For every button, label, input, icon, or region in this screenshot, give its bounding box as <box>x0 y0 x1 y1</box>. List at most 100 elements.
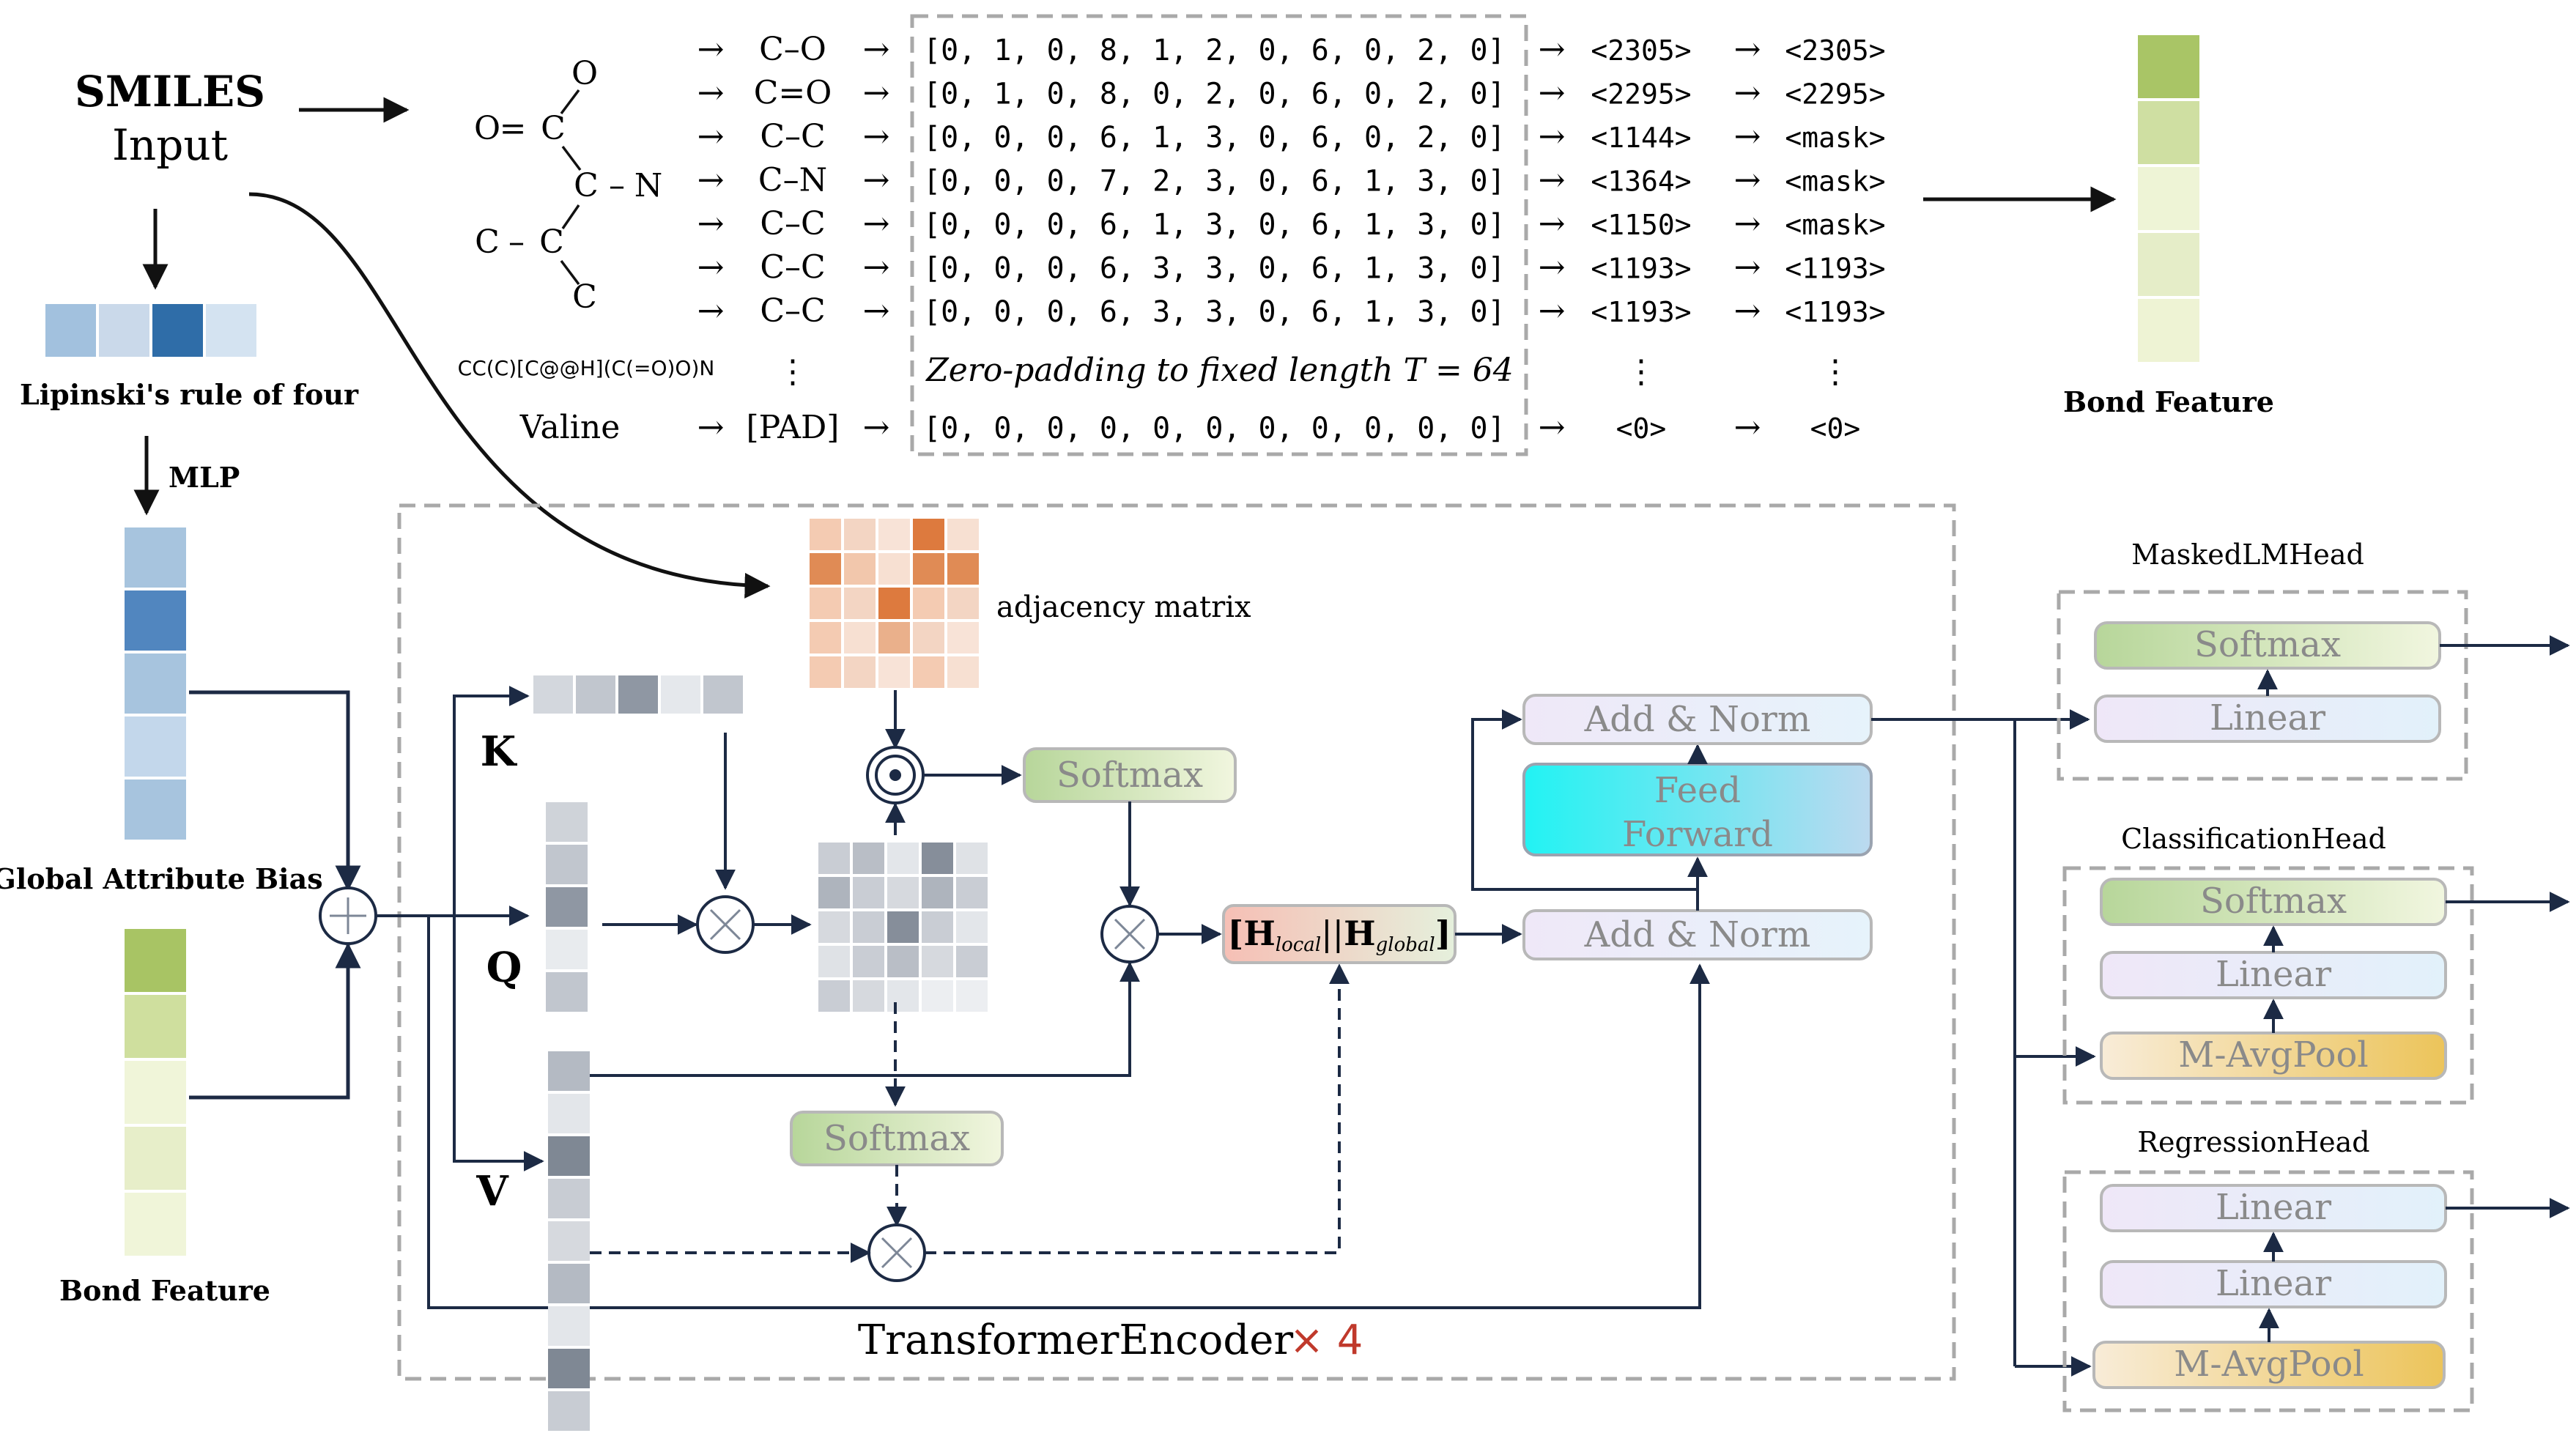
score-cell <box>956 843 988 874</box>
molecule-structure: O O = C C – N C – C C CC(C)[C@@H](C(=O)O… <box>458 55 715 446</box>
atom-c-alpha: C <box>574 167 599 204</box>
bond-token: <1144> <box>1591 122 1691 154</box>
masked-token: <mask> <box>1785 122 1885 154</box>
adjacency-cell <box>878 519 910 550</box>
masked-lm-head-layer-label: Softmax <box>2194 624 2341 665</box>
bond-feature-left-cell <box>125 1127 186 1190</box>
softmax-global: Softmax <box>790 1111 1004 1166</box>
lipinski-cell <box>152 304 203 357</box>
bond-token-table: →C–O→[0, 1, 0, 8, 1, 2, 0, 6, 0, 2, 0]→<… <box>697 31 1886 446</box>
score-cell <box>922 877 953 908</box>
q-cell <box>546 802 588 842</box>
add-norm-bottom: Add & Norm <box>1522 909 1873 960</box>
lipinski-cell <box>206 304 256 357</box>
score-cell <box>887 946 919 977</box>
bond-token: <2305> <box>1591 34 1691 67</box>
adjacency-matrix <box>810 519 979 688</box>
k-label: K <box>481 727 518 776</box>
arrow-to-v <box>453 916 544 1171</box>
smiles-title: SMILES <box>75 67 265 116</box>
bond-type: C–C <box>760 292 825 330</box>
bond-feature-left-cell <box>125 1061 186 1124</box>
adjacency-cell <box>913 588 944 619</box>
row-arrow-4: → <box>1734 292 1761 330</box>
row-arrow-1: → <box>697 31 725 68</box>
row-arrow-4: → <box>1734 162 1761 199</box>
residual-to-add-norm-top <box>1471 709 1698 891</box>
k-vector <box>533 675 743 714</box>
bond-feature-top-cell <box>2138 101 2199 164</box>
smiles-input: SMILES Input <box>75 67 265 170</box>
regression-head-layer-label: M-AvgPool <box>2174 1344 2364 1385</box>
masked-token: <2295> <box>1785 78 1885 111</box>
adjacency-cell <box>810 519 841 550</box>
global-bias-cell <box>125 590 186 651</box>
v-cell <box>548 1094 590 1133</box>
bond-feature-top-cell <box>2138 233 2199 296</box>
bond-feature-left-stack <box>125 929 186 1256</box>
atom-o-left: O <box>474 110 500 147</box>
add-norm-top: Add & Norm <box>1522 694 1873 745</box>
score-cell <box>956 911 988 943</box>
bond-cbeta-methyl-bottom <box>560 259 580 286</box>
masked-lm-head-layer-label: Linear <box>2210 697 2325 738</box>
ellipsis: ⋮ <box>777 353 809 390</box>
encoder-repeat: × 4 <box>1289 1317 1363 1364</box>
arrow-bias-to-plus <box>189 690 361 892</box>
bond-vector-dashed-box <box>910 14 1528 456</box>
score-cell <box>956 946 988 977</box>
row-arrow-2: → <box>863 162 890 199</box>
classification-head-layer-label: Softmax <box>2200 881 2347 922</box>
bond-feature-top-stack <box>2138 35 2199 362</box>
q-cell <box>546 972 588 1012</box>
global-bias-cell <box>125 780 186 840</box>
bond-token: <1193> <box>1591 296 1691 328</box>
masked-lm-head-title: MaskedLMHead <box>2131 538 2364 571</box>
score-cell <box>922 911 953 943</box>
svg-text:Softmax: Softmax <box>823 1118 970 1159</box>
adjacency-cell <box>947 553 979 585</box>
v-cell <box>548 1136 590 1176</box>
k-cell <box>576 675 615 714</box>
padding-note: Zero-padding to fixed length T = 64 <box>925 352 1514 389</box>
adjacency-cell <box>947 519 979 550</box>
arrow-global-to-concat <box>925 963 1350 1254</box>
masked-token: <mask> <box>1785 166 1885 198</box>
ellipsis: ⋮ <box>1625 353 1657 390</box>
score-cell <box>887 843 919 874</box>
v-lower-cell <box>548 1264 590 1303</box>
score-cell <box>853 946 884 977</box>
score-cell <box>853 911 884 943</box>
row-arrow-3: → <box>1539 249 1566 286</box>
smiles-string: CC(C)[C@@H](C(=O)O)N <box>458 356 715 380</box>
adjacency-cell <box>878 588 910 619</box>
score-cell <box>853 843 884 874</box>
arrow-bondfeature-to-plus <box>189 942 361 1100</box>
adjacency-cell <box>844 519 876 550</box>
regression-head-layer-label: Linear <box>2216 1187 2331 1228</box>
atom-o-top: O <box>571 55 598 92</box>
feed-forward: Feed Forward <box>1522 763 1873 856</box>
local-multiply-operator <box>1100 905 1159 963</box>
k-cell <box>618 675 658 714</box>
adjacency-cell <box>947 622 979 653</box>
row-arrow-1: → <box>697 118 725 155</box>
q-label: Q <box>486 944 522 992</box>
row-arrow-4: → <box>1734 205 1761 242</box>
adjacency-label: adjacency matrix <box>996 590 1251 624</box>
global-bias-cell <box>125 653 186 714</box>
v-vector <box>548 1051 590 1431</box>
svg-text:Forward: Forward <box>1622 814 1773 855</box>
lipinski-cell <box>99 304 149 357</box>
adjacency-cell <box>878 622 910 653</box>
row-arrow-1: → <box>697 249 725 286</box>
score-cell <box>887 980 919 1012</box>
q-vector <box>546 802 588 1012</box>
bond-type: C–C <box>760 249 825 286</box>
row-arrow-3: → <box>1539 292 1566 330</box>
adjacency-cell <box>810 553 841 585</box>
masked-lm-head-box <box>2057 590 2468 781</box>
bond-feature-top-cell <box>2138 35 2199 98</box>
